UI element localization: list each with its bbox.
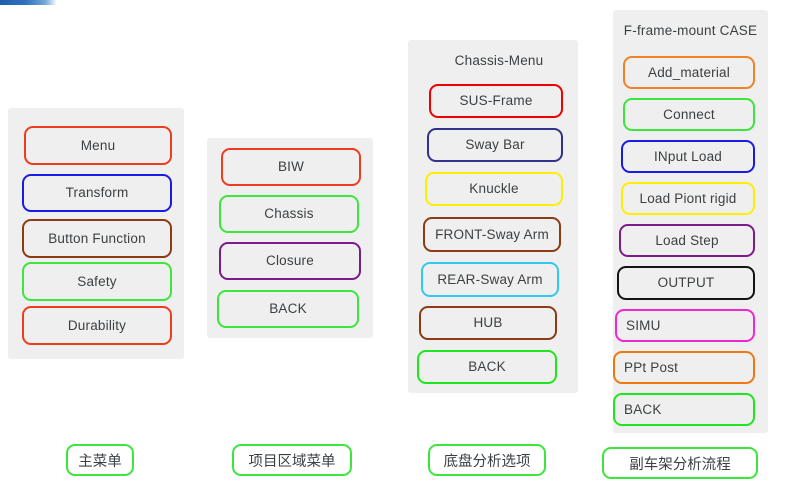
caption-project-area-menu: 项目区域菜单 bbox=[232, 444, 352, 476]
panel-title-f-frame-mount-case: F-frame-mount CASE bbox=[623, 22, 758, 38]
menu-button-button-function[interactable]: Button Function bbox=[22, 219, 172, 258]
menu-button-load-piont-rigid[interactable]: Load Piont rigid bbox=[621, 182, 755, 215]
menu-button-knuckle[interactable]: Knuckle bbox=[425, 172, 563, 206]
menu-button-hub[interactable]: HUB bbox=[419, 306, 557, 340]
menu-button-chassis[interactable]: Chassis bbox=[219, 195, 359, 233]
menu-button-add-material[interactable]: Add_material bbox=[623, 56, 755, 89]
caption-f-frame-mount-case: 副车架分析流程 bbox=[602, 447, 758, 479]
menu-button-back[interactable]: BACK bbox=[417, 350, 557, 384]
menu-button-load-step[interactable]: Load Step bbox=[619, 224, 755, 257]
menu-button-ppt-post[interactable]: PPt Post bbox=[613, 351, 755, 384]
menu-button-back[interactable]: BACK bbox=[613, 393, 755, 426]
menu-button-sus-frame[interactable]: SUS-Frame bbox=[429, 84, 563, 118]
menu-button-transform[interactable]: Transform bbox=[22, 174, 172, 212]
menu-button-sway-bar[interactable]: Sway Bar bbox=[427, 128, 563, 162]
menu-button-front-sway-arm[interactable]: FRONT-Sway Arm bbox=[423, 217, 561, 252]
menu-button-connect[interactable]: Connect bbox=[623, 98, 755, 131]
menu-button-durability[interactable]: Durability bbox=[22, 306, 172, 345]
menu-button-closure[interactable]: Closure bbox=[219, 242, 361, 280]
menu-button-rear-sway-arm[interactable]: REAR-Sway Arm bbox=[421, 262, 559, 297]
caption-chassis-menu: 底盘分析选项 bbox=[428, 444, 546, 476]
menu-button-menu[interactable]: Menu bbox=[24, 126, 172, 165]
window-chrome-fragment bbox=[0, 0, 57, 5]
caption-main-menu: 主菜单 bbox=[66, 444, 134, 476]
panel-title-chassis-menu: Chassis-Menu bbox=[454, 52, 544, 68]
menu-button-safety[interactable]: Safety bbox=[22, 262, 172, 301]
menu-button-output[interactable]: OUTPUT bbox=[617, 266, 755, 300]
menu-button-back[interactable]: BACK bbox=[217, 290, 359, 328]
menu-button-biw[interactable]: BIW bbox=[221, 148, 361, 186]
menu-button-input-load[interactable]: INput Load bbox=[621, 140, 755, 173]
menu-button-simu[interactable]: SIMU bbox=[615, 309, 755, 342]
